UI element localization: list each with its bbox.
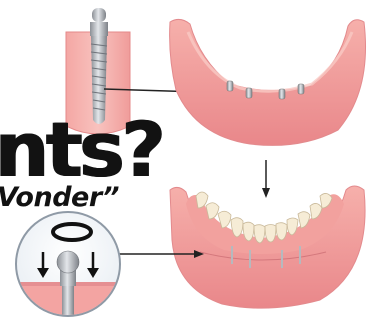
denture-on-arch bbox=[170, 186, 365, 308]
arrow-down-icon bbox=[262, 160, 270, 198]
o-ring-detail-circle bbox=[10, 212, 130, 322]
jaw-arch-with-posts bbox=[170, 19, 366, 145]
subline-text: Vonder” bbox=[0, 183, 119, 213]
headline-text: nts? bbox=[0, 112, 162, 188]
